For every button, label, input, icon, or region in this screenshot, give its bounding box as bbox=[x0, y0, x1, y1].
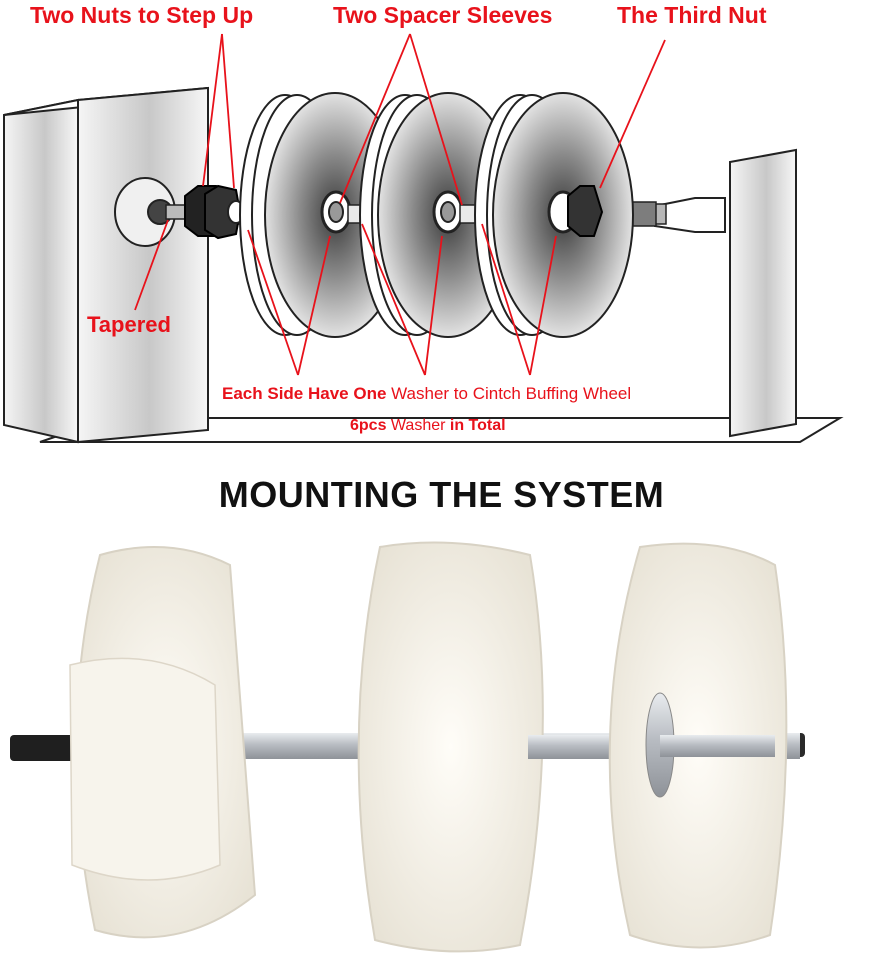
two-nuts bbox=[184, 184, 245, 240]
left-threaded-end bbox=[10, 735, 80, 761]
callout-washers: Each Side Have One Washer to Cintch Buff… bbox=[222, 384, 631, 404]
headline: MOUNTING THE SYSTEM bbox=[218, 474, 665, 515]
callout-tapered: Tapered bbox=[87, 312, 171, 337]
callout-total-count: 6pcs bbox=[350, 417, 387, 434]
callout-total-mid: Washer bbox=[386, 417, 450, 434]
callout-washer-total: 6pcs Washer in Total bbox=[350, 417, 506, 435]
callout-third-nut: The Third Nut bbox=[617, 2, 767, 28]
buffing-wheel-3 bbox=[474, 92, 634, 338]
callout-total-end: in Total bbox=[449, 417, 506, 434]
product-photo bbox=[10, 541, 805, 953]
right-tailstock bbox=[654, 148, 797, 438]
callout-washers-rest: Washer to Cintch Buffing Wheel bbox=[386, 384, 632, 403]
leader-lines bbox=[134, 33, 666, 376]
callout-two-nuts: Two Nuts to Step Up bbox=[30, 2, 254, 28]
third-nut bbox=[567, 185, 604, 237]
cloth-wheel-2 bbox=[357, 541, 544, 953]
left-headstock bbox=[3, 86, 209, 444]
callout-spacer-sleeves: Two Spacer Sleeves bbox=[333, 2, 553, 28]
schematic-drawing bbox=[3, 33, 844, 444]
cloth-wheel-1 bbox=[69, 546, 257, 939]
callout-washers-bold: Each Side Have One bbox=[222, 384, 387, 403]
